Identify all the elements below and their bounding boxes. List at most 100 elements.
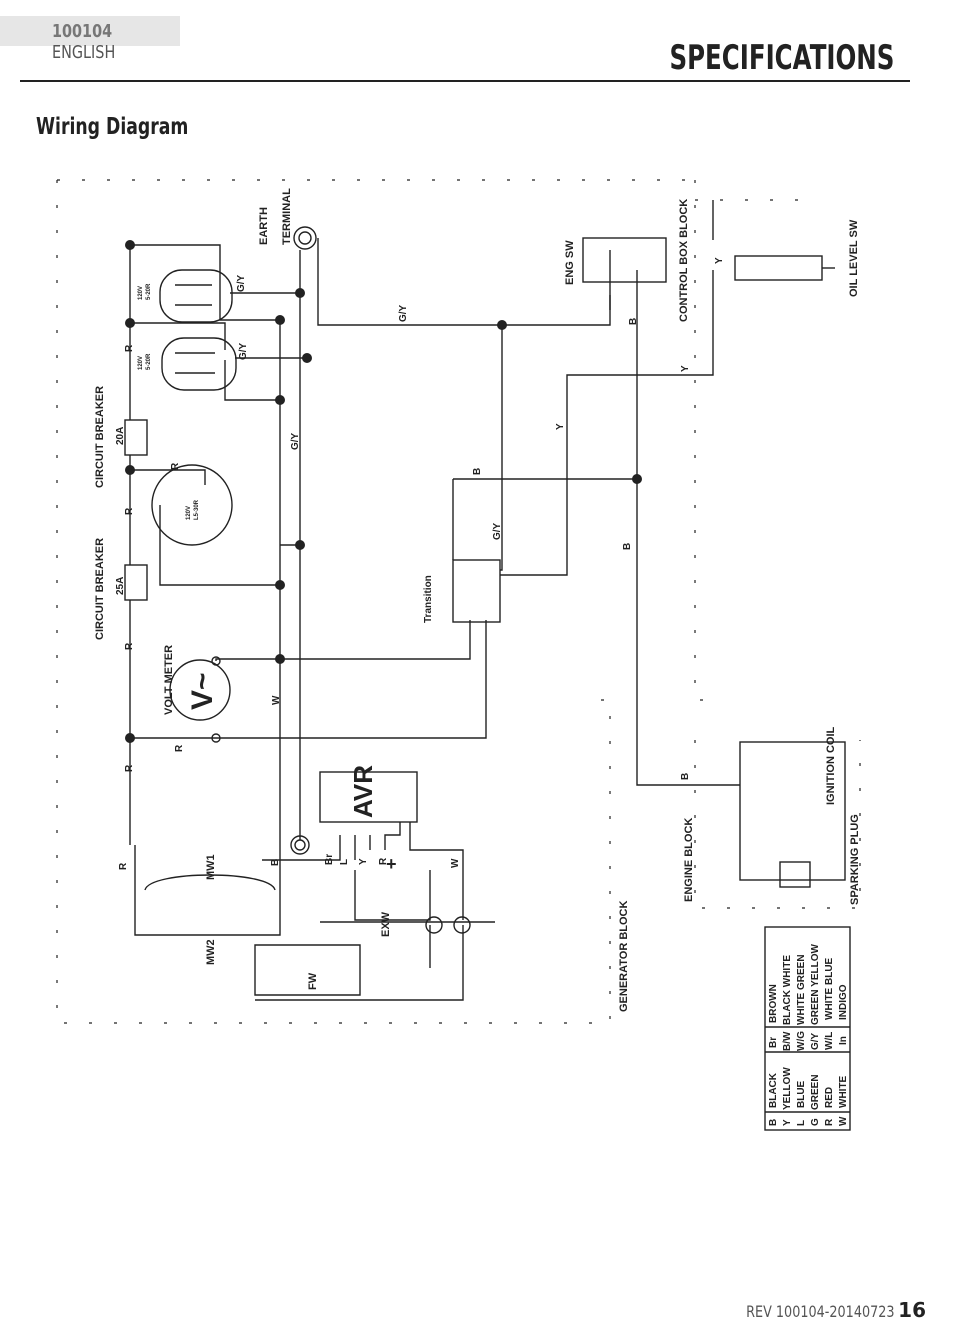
legend-code: In <box>838 1036 849 1045</box>
diagram-title: Wiring Diagram <box>36 114 189 140</box>
outlet-5-20r-2 <box>161 337 237 391</box>
wire-label: B <box>622 543 633 550</box>
wire-label: B <box>472 468 483 475</box>
section-title: SPECIFICATIONS <box>669 38 894 78</box>
legend-color: BLACK <box>768 1072 779 1108</box>
windings <box>134 822 495 1001</box>
wire-label: Y <box>714 257 725 264</box>
legend-color: WHITE GREEN <box>796 954 807 1025</box>
breaker-25-rating: 25A <box>115 577 126 595</box>
legend-color: BROWN <box>768 984 779 1023</box>
outlet-type-2: 5-20R <box>146 353 152 370</box>
legend-code: W <box>838 1116 849 1126</box>
wire-label: Y <box>358 858 369 865</box>
transition-connector <box>452 559 501 623</box>
oil-level-sw-box <box>734 255 823 281</box>
avr-label: AVR <box>348 765 378 818</box>
circuit-breaker-20-label: CIRCUIT BREAKER <box>94 386 106 488</box>
sparking-plug-label: SPARKING PLUG <box>849 814 861 905</box>
legend-code: B/W <box>782 1031 793 1051</box>
earth-terminal-label-2: TERMINAL <box>281 188 293 245</box>
outlet-rating-2: 120V <box>138 356 144 370</box>
breaker-20-rating: 20A <box>115 427 126 445</box>
page-number: 16 <box>898 1298 926 1322</box>
wire-label: R <box>118 862 129 870</box>
wire-label: R <box>124 344 135 352</box>
wire-label: G/Y <box>238 342 249 360</box>
control-box-block-label: CONTROL BOX BLOCK <box>678 199 690 322</box>
eng-sw-label: ENG SW <box>564 240 576 285</box>
revision: REV 100104-20140723 <box>745 1302 895 1321</box>
twistlock-rating: 120V <box>186 506 192 520</box>
ignition-coil-label: IGNITION COIL <box>825 727 837 806</box>
engine-wires <box>452 200 740 786</box>
wire-label: G/Y <box>290 432 301 450</box>
mw2-label: MW2 <box>205 939 217 965</box>
engine-block-label: ENGINE BLOCK <box>683 818 695 902</box>
legend-code: Y <box>782 1119 793 1126</box>
avr-box <box>319 771 418 823</box>
outlet-l5-30r <box>151 464 233 546</box>
exw-label: EXW <box>380 911 392 937</box>
wire-label: Y <box>555 423 566 430</box>
ground-wires <box>230 226 611 855</box>
legend-code: Br <box>768 1037 779 1048</box>
legend-color: WHITE <box>838 1075 849 1108</box>
legend-color: YELLOW <box>782 1067 793 1110</box>
generator-block-label: GENERATOR BLOCK <box>618 901 630 1012</box>
legend-code: G/Y <box>810 1032 821 1050</box>
wire-label: R <box>124 764 135 772</box>
legend-code: W/G <box>796 1031 807 1051</box>
wire-label: Y <box>680 365 691 372</box>
earth-terminal-label: EARTH <box>258 207 270 245</box>
white-bus-wires <box>159 300 471 845</box>
legend-color: RED <box>824 1087 835 1108</box>
wire-label: R <box>124 642 135 650</box>
wire-label: Br <box>324 854 335 865</box>
outlet-type: 5-20R <box>146 283 152 300</box>
legend-color: WHITE BLUE <box>824 957 835 1020</box>
wire-label: B <box>270 859 281 866</box>
breaker-25a <box>124 564 148 601</box>
wire-label: L <box>339 859 350 865</box>
legend-code: L <box>796 1120 807 1126</box>
wire-label: R <box>170 462 181 470</box>
legend-color: GREEN YELLOW <box>810 944 821 1025</box>
legend-code: R <box>824 1118 835 1126</box>
doc-number: 100104 <box>52 21 113 42</box>
fw-label: FW <box>307 972 319 990</box>
header-tab: 100104 ENGLISH <box>0 16 180 63</box>
wire-label: R <box>378 857 389 865</box>
wire-label: G/Y <box>236 274 247 292</box>
color-legend-table: B BLACK Br BROWN Y YELLOW B/W BLACK WHIT… <box>764 926 851 1131</box>
spark-plug <box>779 861 811 888</box>
wire-label: G/Y <box>398 304 409 322</box>
outlet-rating: 120V <box>138 286 144 300</box>
legend-color: BLACK WHITE <box>782 955 793 1025</box>
volt-symbol: V~ <box>186 672 219 710</box>
legend-code: B <box>768 1119 779 1126</box>
mw1-label: MW1 <box>205 854 217 880</box>
wire-labels: R R R R R R R G/Y G/Y G/Y G/Y G/Y W W B … <box>118 257 725 870</box>
wire-label: B <box>628 318 639 325</box>
volt-meter <box>169 656 231 743</box>
wire-label: W <box>271 695 282 705</box>
plus-terminal: + <box>386 854 397 874</box>
legend-color: BLUE <box>796 1080 807 1108</box>
legend-code: G <box>810 1118 821 1126</box>
wire-label: R <box>174 744 185 752</box>
wire-label: R <box>124 507 135 515</box>
breaker-20a <box>124 419 148 456</box>
wire-label: W <box>450 858 461 868</box>
generator-block-border <box>56 179 861 1024</box>
transition-label: Transition <box>423 575 434 623</box>
outlet-5-20r-1 <box>159 269 233 323</box>
header-rule <box>20 80 910 82</box>
twistlock-type: L5-30R <box>194 499 200 520</box>
eng-sw-box <box>582 237 667 283</box>
oil-level-sw-label: OIL LEVEL SW <box>848 219 860 297</box>
legend-code: W/L <box>824 1032 835 1050</box>
